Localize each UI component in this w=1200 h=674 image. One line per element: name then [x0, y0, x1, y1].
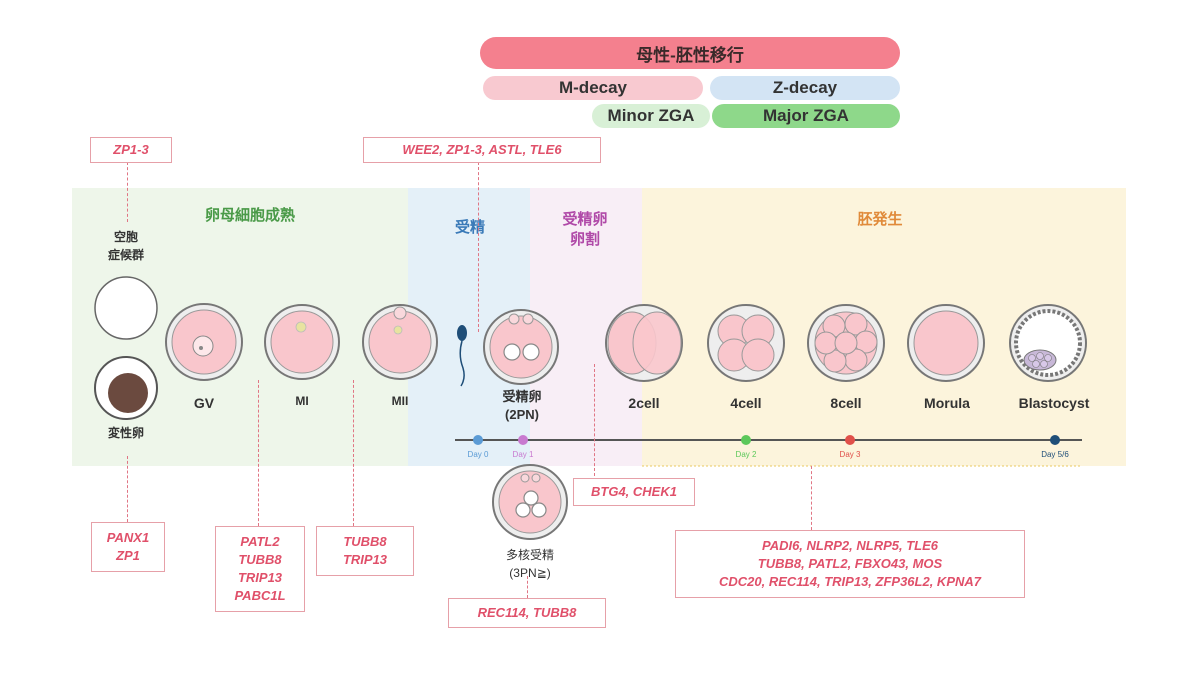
zone-label-fertilization: 受精 — [454, 219, 485, 236]
day1-marker — [518, 435, 528, 445]
day2-label: Day 2 — [735, 450, 757, 459]
major-zga-bar: Major ZGA — [712, 104, 900, 128]
connector-patl2 — [258, 380, 259, 526]
gene-box-patl2: PATL2 TUBB8 TRIP13 PABC1L — [215, 526, 305, 612]
day56-label: Day 5/6 — [1041, 450, 1069, 459]
zone-label-oocyte-maturation: 卵母細胞成熟 — [204, 207, 295, 224]
connector-padi6 — [811, 466, 812, 530]
polyspermy-3pn-icon — [492, 464, 568, 540]
stage-label-mi: MI — [295, 394, 309, 408]
empty-follicle-icon — [94, 276, 158, 340]
stage-label-mii: MII — [391, 394, 409, 408]
gene-box-tubb8-trip13: TUBB8 TRIP13 — [316, 526, 414, 576]
gv-oocyte-icon — [165, 303, 243, 381]
stage-label-gv: GV — [193, 395, 215, 411]
day0-label: Day 0 — [467, 450, 489, 459]
gene-box-btg4: BTG4, CHEK1 — [573, 478, 695, 506]
connector-tubb8 — [353, 380, 354, 526]
stage-label-polyspermy: 多核受精 (3PN≧) — [505, 548, 554, 580]
sperm-icon — [457, 325, 467, 387]
stage-label-zygote: 受精卵 (2PN) — [502, 389, 542, 422]
gene-box-wee2: WEE2, ZP1-3, ASTL, TLE6 — [363, 137, 601, 163]
day3-marker — [845, 435, 855, 445]
connector-wee2 — [478, 162, 479, 332]
connector-rec114 — [527, 576, 528, 598]
cell2-embryo-icon — [605, 304, 683, 382]
day0-marker — [473, 435, 483, 445]
stage-label-empty-follicle: 空胞 症候群 — [107, 230, 144, 262]
gene-box-rec114: REC114, TUBB8 — [448, 598, 606, 628]
m-decay-bar: M-decay — [483, 76, 703, 100]
stage-label-4cell: 4cell — [730, 395, 762, 411]
stage-label-blastocyst: Blastocyst — [1018, 395, 1090, 411]
cell8-embryo-icon — [807, 304, 885, 382]
zone-label-cleavage: 受精卵 卵割 — [562, 211, 608, 248]
connector-btg4 — [594, 364, 595, 476]
day56-marker — [1050, 435, 1060, 445]
gene-box-padi6: PADI6, NLRP2, NLRP5, TLE6 TUBB8, PATL2, … — [675, 530, 1025, 598]
stage-label-2cell: 2cell — [628, 395, 660, 411]
stage-label-morula: Morula — [924, 395, 970, 411]
gene-box-panx1: PANX1 ZP1 — [91, 522, 165, 572]
zone-label-embryo: 胚発生 — [857, 211, 903, 228]
zygote-2pn-icon — [483, 309, 559, 385]
day3-label: Day 3 — [839, 450, 861, 459]
stage-label-8cell: 8cell — [830, 395, 862, 411]
mzt-banner: 母性-胚性移行 — [480, 37, 900, 69]
day2-marker — [741, 435, 751, 445]
connector-zp13-top — [127, 162, 128, 222]
day1-label: Day 1 — [512, 450, 534, 459]
morula-embryo-icon — [907, 304, 985, 382]
gene-box-zp13: ZP1-3 — [90, 137, 172, 163]
z-decay-bar: Z-decay — [710, 76, 900, 100]
connector-panx1 — [127, 456, 128, 522]
cell4-embryo-icon — [707, 304, 785, 382]
mii-oocyte-icon — [362, 304, 438, 380]
mi-oocyte-icon — [264, 304, 340, 380]
minor-zga-bar: Minor ZGA — [592, 104, 710, 128]
stage-label-degenerate: 変性卵 — [107, 426, 144, 440]
blastocyst-embryo-icon — [1009, 304, 1087, 382]
